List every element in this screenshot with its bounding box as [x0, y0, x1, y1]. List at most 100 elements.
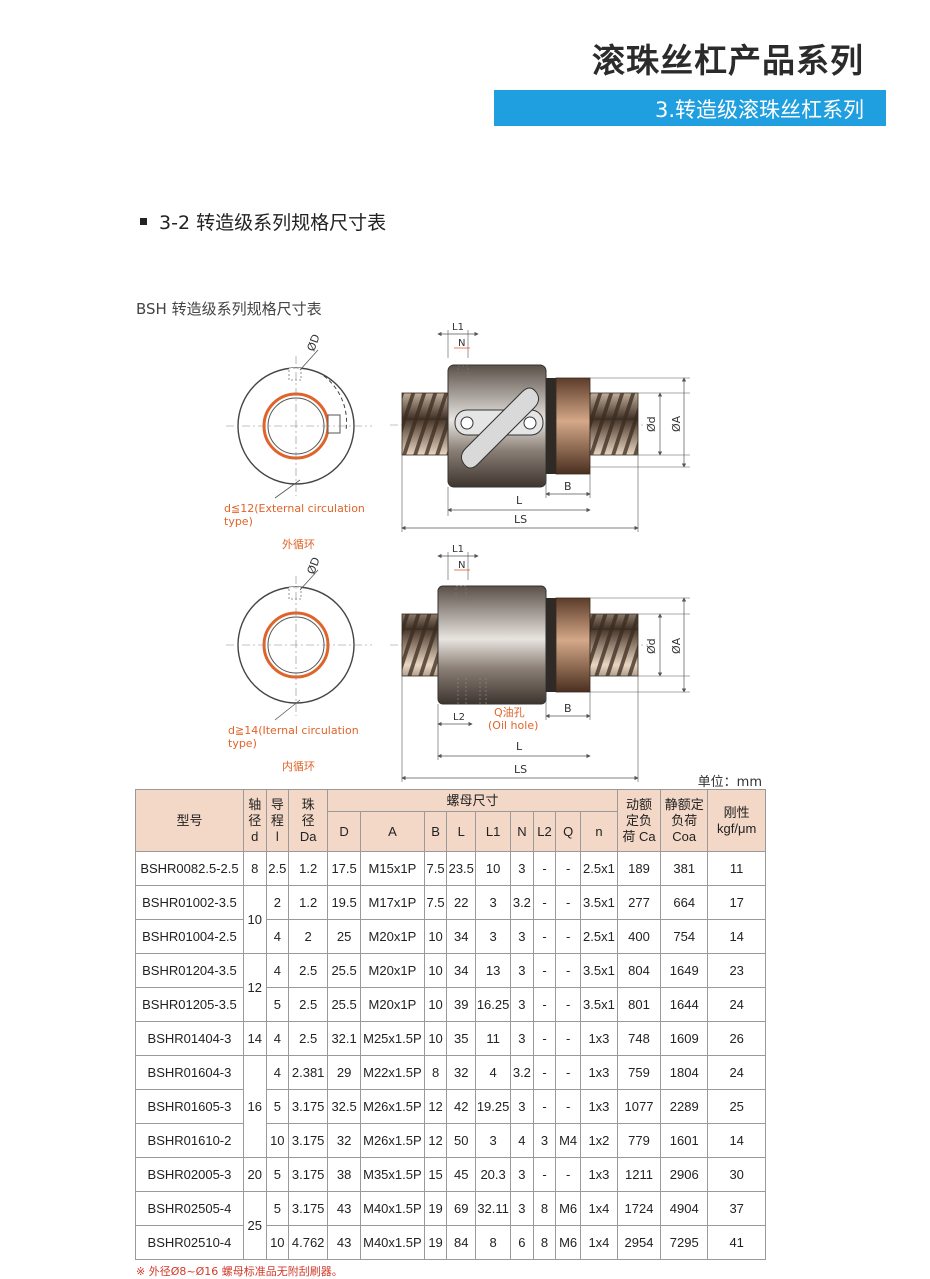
table-cell: 3.5x1 [579, 987, 618, 1022]
table-cell: 3 [475, 885, 512, 920]
table-cell: - [555, 1021, 581, 1056]
b-label-bottom: B [564, 702, 572, 715]
table-cell: 17.5 [327, 851, 362, 886]
table-cell: 2.5 [288, 1021, 329, 1056]
table-cell: 19 [423, 1225, 448, 1260]
table-cell: BSHR02505-4 [135, 1191, 244, 1226]
table-cell: BSHR02510-4 [135, 1225, 244, 1260]
table-cell: M40x1.5P [360, 1225, 425, 1260]
header-Q: Q [555, 811, 581, 852]
header-nut: 螺母尺寸 [327, 789, 618, 812]
table-cell: - [532, 987, 557, 1022]
table-cell: BSHR01004-2.5 [135, 919, 244, 954]
table-cell: 39 [446, 987, 477, 1022]
table-cell: 25.5 [327, 987, 362, 1022]
table-cell: - [532, 1055, 557, 1090]
table-cell: 8 [532, 1191, 557, 1226]
od-label-bottom: ØD [305, 555, 323, 576]
table-cell: 29 [327, 1055, 362, 1090]
table-cell: 37 [707, 1191, 766, 1226]
table-cell: 1.2 [288, 851, 329, 886]
table-cell: M15x1P [360, 851, 425, 886]
table-cell: BSHR01404-3 [135, 1021, 244, 1056]
table-cell: 3 [510, 851, 534, 886]
end-view-internal: ØD d≧14(Iternal circulation type) 内循环 [226, 555, 372, 773]
table-cell: - [555, 1089, 581, 1124]
table-cell: 34 [446, 953, 477, 988]
table-cell: - [555, 1055, 581, 1090]
table-cell: - [555, 919, 581, 954]
table-cell: 1724 [616, 1191, 662, 1226]
section-heading: 3-2 转造级系列规格尺寸表 [140, 208, 386, 235]
l-label-top: L [516, 494, 523, 507]
end-view-external: ØD d≦12(External circulation type) 外循环 [224, 332, 372, 551]
table-cell: M6 [555, 1191, 581, 1226]
table-cell: 3.175 [288, 1191, 329, 1226]
table-cell: 1x4 [579, 1225, 618, 1260]
table-cell: 5 [265, 1089, 290, 1124]
table-cell: 189 [616, 851, 662, 886]
table-cell: 32.11 [475, 1191, 512, 1226]
table-cell: - [532, 1089, 557, 1124]
table-cell: 11 [707, 851, 766, 886]
table-cell: 14 [707, 919, 766, 954]
table-cell: BSHR01204-3.5 [135, 953, 244, 988]
a-label-bottom: ØA [670, 637, 683, 654]
table-cell: BSHR01604-3 [135, 1055, 244, 1090]
table-cell: 16 [242, 1055, 267, 1158]
table-cell: 12 [423, 1089, 448, 1124]
table-cell: 12 [242, 953, 267, 1022]
table-cell: 3 [532, 1123, 557, 1158]
table-cell: 13 [475, 953, 512, 988]
header-L: L [446, 811, 477, 852]
table-cell: - [555, 953, 581, 988]
table-cell: M25x1.5P [360, 1021, 425, 1056]
table-cell: 1x4 [579, 1191, 618, 1226]
table-cell: M6 [555, 1225, 581, 1260]
table-cell: 35 [446, 1021, 477, 1056]
table-cell: M20x1P [360, 953, 425, 988]
table-cell: 10 [423, 1021, 448, 1056]
table-cell: 32.1 [327, 1021, 362, 1056]
table-cell: 2.5x1 [579, 919, 618, 954]
table-cell: 2.5 [288, 953, 329, 988]
table-cell: BSHR01002-3.5 [135, 885, 244, 920]
table-cell: 1804 [660, 1055, 709, 1090]
table-cell: 12 [423, 1123, 448, 1158]
oil-hole-label: (Oil hole) [488, 719, 538, 732]
table-cell: 41 [707, 1225, 766, 1260]
table-cell: 6 [510, 1225, 534, 1260]
table-cell: 3 [475, 1123, 512, 1158]
table-cell: 34 [446, 919, 477, 954]
table-cell: 30 [707, 1157, 766, 1192]
table-cell: 32.5 [327, 1089, 362, 1124]
table-cell: 10 [475, 851, 512, 886]
table-cell: M26x1.5P [360, 1123, 425, 1158]
n-label-bottom: N [458, 560, 465, 571]
table-cell: 1x3 [579, 1021, 618, 1056]
table-cell: 4 [510, 1123, 534, 1158]
header-L1: L1 [475, 811, 512, 852]
table-cell: 2.5 [288, 987, 329, 1022]
table-cell: 2.5 [265, 851, 290, 886]
od-label-top: ØD [305, 332, 323, 353]
table-cell: 400 [616, 919, 662, 954]
ls-label-top: LS [514, 513, 527, 526]
table-cell: 25 [242, 1191, 267, 1260]
table-cell: 3 [510, 987, 534, 1022]
table-cell: 2954 [616, 1225, 662, 1260]
header-model: 型号 [135, 789, 244, 852]
table-cell: 3 [510, 1157, 534, 1192]
table-cell: 15 [423, 1157, 448, 1192]
table-cell: 7295 [660, 1225, 709, 1260]
table-cell: 25 [707, 1089, 766, 1124]
table-cell: - [532, 851, 557, 886]
ext-note-line2: type) [224, 515, 253, 528]
table-cell: - [555, 987, 581, 1022]
